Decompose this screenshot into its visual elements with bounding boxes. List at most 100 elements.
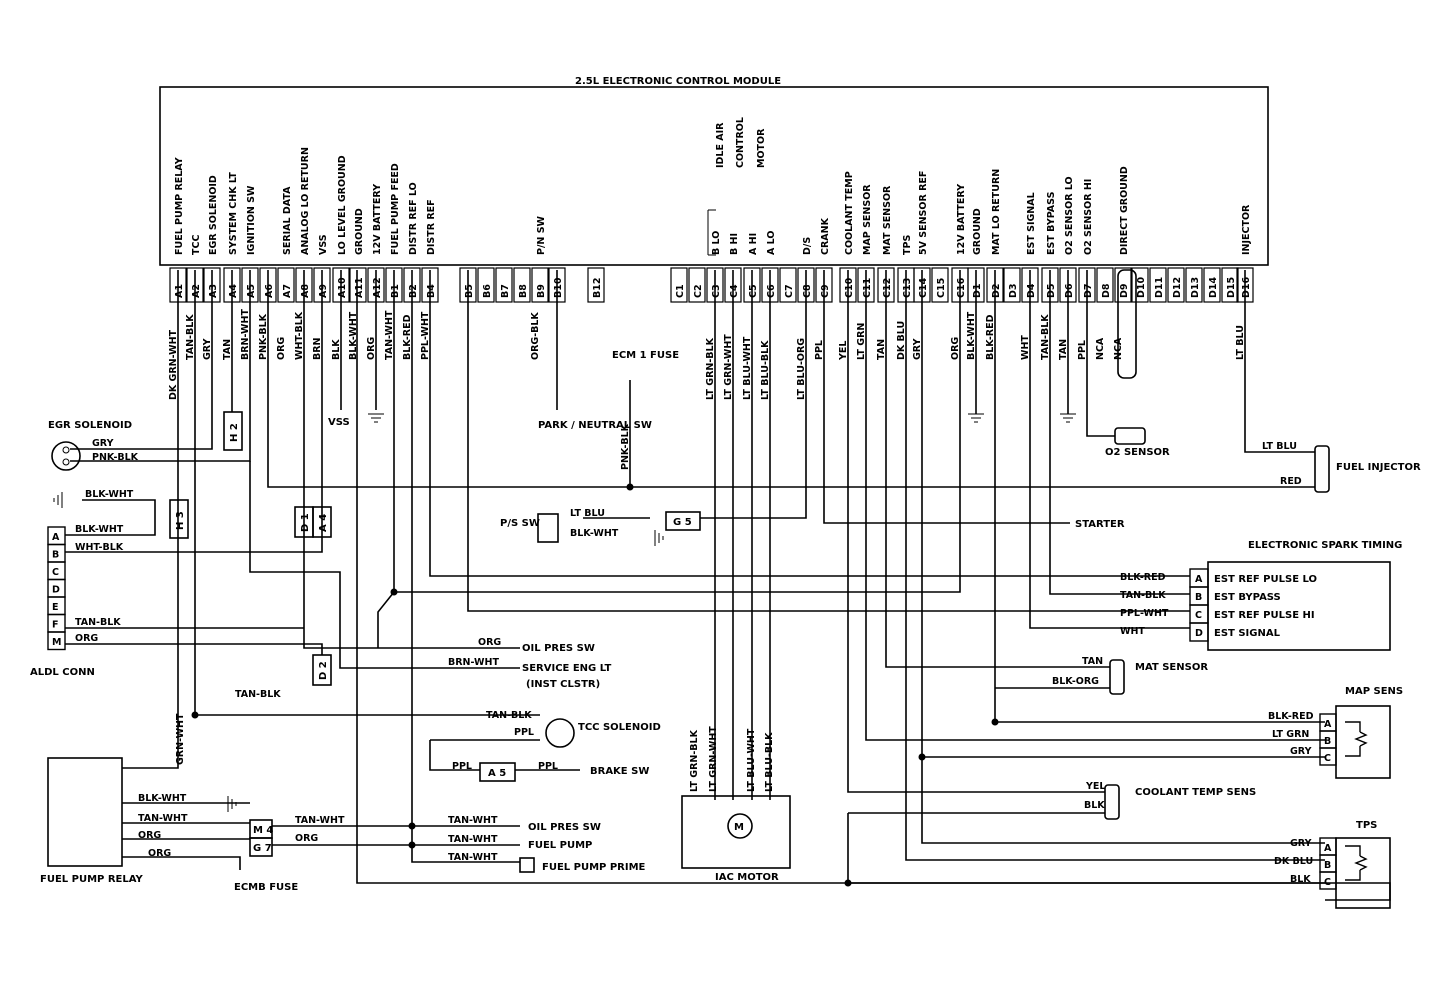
wire-lt-blu-blk-iac: LT BLU-BLK [764,732,775,792]
sensor-pin-id: B [1324,736,1331,747]
est-pin-id: C [1195,610,1202,621]
vss-label: VSS [328,417,350,428]
wire-wht-blk-aldl: WHT-BLK [75,542,124,553]
ecm-pin-wire: LT GRN-BLK [705,337,716,400]
ecm-pin-id: A2 [191,284,202,298]
ecm-pin-function: MAT LO RETURN [991,169,1002,255]
map-sens-label: MAP SENS [1345,686,1403,697]
ecm-pin-c7 [779,267,797,303]
iac-group-line2: CONTROL [735,117,746,168]
ecm-pin-id: B1 [390,284,401,298]
sensor-pin-id: A [1324,719,1332,730]
ecm-pin-d9 [1114,267,1132,303]
ecm-pin-d14 [1203,267,1221,303]
wire-tan-blk-aldl: TAN-BLK [75,617,121,628]
sensor-pin-id: A [1324,843,1332,854]
ecm-pin-function: A HI [748,233,759,255]
wire-ppl-a5-right: PPL [538,761,558,772]
ecm-pin-b7 [495,267,513,303]
ecm-pin-id: C8 [802,284,813,298]
ecm-pin-id: D1 [972,284,983,299]
ecmb-fuse-label: ECMB FUSE [234,882,298,893]
service-eng-lt-label: SERVICE ENG LT [522,663,611,674]
ecm-pin-id: C5 [748,284,759,298]
wire-tan-mat: TAN [1082,656,1103,667]
ecm-pin-function: 12V BATTERY [956,184,967,255]
ecm1-fuse-label: ECM 1 FUSE [612,350,679,361]
ecm-pin-function: VSS [318,234,329,255]
ecm-pin-a7 [277,267,295,303]
ecm-pin-function: GROUND [354,208,365,255]
fuel-pump-relay [47,757,123,867]
ecm-pin-function: D/S [802,237,813,255]
ecm-pin-function: B HI [729,233,740,255]
ecm-pin-function: FUEL PUMP RELAY [174,157,185,255]
component-labels: EGR SOLENOID VSS PARK / NEUTRAL SW ECM 1… [48,350,1421,909]
ecm-pin-id: C11 [862,278,873,298]
fuel-pump-prime-label: FUEL PUMP PRIME [542,862,646,873]
ecm-pin-id: B9 [536,284,547,298]
ecm-pin-id: B5 [464,284,475,298]
egr-solenoid-symbol [51,441,81,471]
est-label: ELECTRONIC SPARK TIMING [1248,540,1402,551]
ecm-pin-function: ANALOG LO RETURN [300,147,311,255]
ecm-pin-id: A12 [372,277,383,298]
aldl-pin-id: F [52,620,59,631]
ecm-pin-id: D3 [1008,284,1019,299]
ecm-pin-id: B8 [518,284,529,298]
ecm-pin-wire: BLK [331,339,342,360]
wire-red-inj: RED [1280,476,1302,487]
map-pin [1319,747,1337,766]
ecm-pin-id: C3 [711,284,722,298]
ecm-pin-wire: ORG-BLK [530,312,541,360]
iac-motor-label: IAC MOTOR [715,872,779,883]
connector-h2: H 2 [229,423,240,442]
connector-g7: G 7 [253,843,272,854]
connector-a5: A 5 [488,768,506,779]
ecm-pin-id: A1 [174,284,185,298]
wire-blk-wht-relay: BLK-WHT [138,793,187,804]
ecm-pin-id: C2 [693,284,704,298]
ecm-pin-id: D16 [1241,277,1252,298]
mat-sensor-label: MAT SENSOR [1135,662,1208,673]
wire-tan-blk-mid: TAN-BLK [235,689,281,700]
ecm-pin-function: EST BYPASS [1046,191,1057,255]
ecm-pin-b12 [587,267,605,303]
ecm-pin-id: C10 [844,277,855,298]
egr-solenoid-label: EGR SOLENOID [48,420,132,431]
wire-tan-wht-fpp: TAN-WHT [448,852,498,863]
sensor-pin-id: C [1324,753,1331,764]
ecm-pin-c2 [688,267,706,303]
ecm-pin-id: B7 [500,284,511,298]
ecm-pin-id: D11 [1154,277,1165,298]
wire-tan-wht-relay: TAN-WHT [138,813,188,824]
ecm-pin-function: TCC [191,235,202,255]
ecm-pin-function: SERIAL DATA [282,186,293,255]
ecm-pin-wire: TAN-BLK [185,314,196,360]
ecm-pin-function: INJECTOR [1241,204,1252,255]
aldl-pin-id: B [52,550,59,561]
ecm-pin-id: C6 [766,284,777,298]
ecm-pin-function: P/N SW [536,215,547,255]
ecm-pin-id: C9 [820,284,831,298]
wire-tan-blk-tcc: TAN-BLK [486,710,532,721]
ecm-pin-wire: BLK-WHT [348,311,359,360]
ecm-pin-id: A5 [246,284,257,298]
fuel-pump-relay-label: FUEL PUMP RELAY [40,874,144,885]
ecm-pin-wire: GRY [202,338,213,360]
ecm-pin-id: C4 [729,284,740,298]
wire-dk-blu-tps: DK BLU [1274,856,1313,867]
ecm-pin-wire: PNK-BLK [258,313,269,360]
ecm-pin-function: O2 SENSOR LO [1064,176,1075,255]
ecm-pin-b8 [513,267,531,303]
est-pin-wire: TAN-BLK [1120,590,1166,601]
ecm-pin-id: D14 [1208,277,1219,298]
wire-pnk-blk-pn: PNK-BLK [620,423,631,470]
connector-d1: D 1 [300,513,311,532]
connector-a4: A 4 [318,514,329,532]
ecm-pin-a11 [349,267,367,303]
ecm-pin-wire: BLK-WHT [966,311,977,360]
ecm-pin-id: A10 [337,277,348,298]
motor-symbol: M [734,822,744,833]
ecm-pin-function: A LO [766,231,777,255]
